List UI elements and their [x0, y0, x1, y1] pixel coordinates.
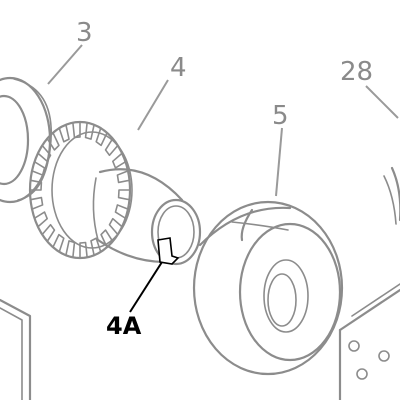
gear-tooth	[114, 204, 129, 220]
leader-line-4	[137, 79, 169, 131]
gear-tooth	[112, 152, 127, 169]
part-5-collar	[192, 200, 344, 376]
gear-tooth	[52, 233, 65, 253]
gear-tooth	[46, 131, 60, 151]
gear-tooth	[29, 179, 43, 191]
gear-tooth	[116, 170, 131, 184]
gear-tooth	[104, 137, 119, 157]
callout-4: 4	[170, 53, 187, 83]
gear-tooth	[72, 121, 81, 139]
gear-tooth	[33, 211, 48, 228]
callout-4a: 4A	[106, 312, 142, 340]
gear-tooth	[41, 223, 56, 243]
gear-tooth	[108, 217, 123, 236]
gear-tooth	[31, 160, 46, 176]
callout-5: 5	[272, 101, 289, 131]
gear-tooth	[117, 189, 131, 201]
gear-tooth	[95, 127, 108, 147]
gear-tooth	[79, 241, 88, 259]
gear-tooth	[100, 229, 114, 249]
leader-line-3	[47, 44, 83, 85]
gear-teeth	[29, 121, 131, 259]
part-4-bevel-gear	[28, 120, 202, 266]
part-4a-key-tab	[129, 237, 180, 313]
part-28-block	[338, 166, 400, 400]
gear-tooth	[90, 237, 102, 257]
leader-line-28	[365, 85, 399, 119]
frame-fragment	[0, 298, 32, 400]
callout-3: 3	[76, 18, 93, 48]
callout-28: 28	[340, 57, 373, 87]
gear-tooth	[58, 123, 70, 143]
gear-tooth	[29, 196, 44, 210]
leader-line-5	[275, 127, 283, 197]
part-3-washer	[0, 76, 52, 204]
gear-tooth	[84, 121, 95, 140]
gear-tooth	[37, 144, 52, 163]
gear-tooth	[65, 240, 76, 259]
